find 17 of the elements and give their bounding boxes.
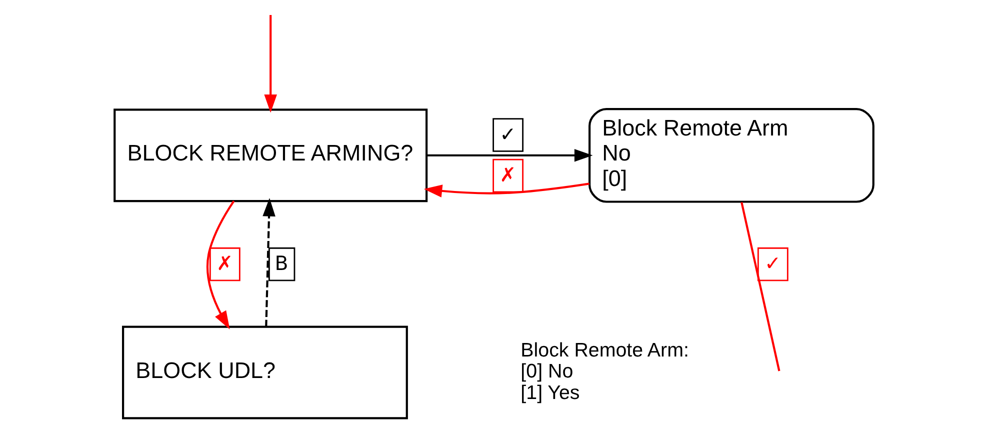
node-box: BLOCK UDL? [122, 326, 408, 420]
arrow [426, 148, 592, 162]
node-box: Block Remote Arm No [0] [588, 108, 874, 203]
connector [740, 202, 780, 372]
arrow [206, 200, 234, 330]
arrow [264, 14, 276, 113]
arrow [423, 182, 589, 198]
node-box: BLOCK REMOTE ARMING? [113, 108, 428, 202]
edge-label: ✗ [216, 252, 232, 276]
arrow [262, 198, 275, 327]
label: [0] No [520, 360, 573, 383]
edge-label: ✓ [764, 252, 780, 276]
edge-label: B [274, 252, 288, 276]
label: Block Remote Arm: [520, 340, 688, 362]
label: [1] Yes [520, 382, 580, 404]
edge-label: ✗ [499, 164, 516, 187]
edge-label: ✓ [499, 122, 516, 146]
